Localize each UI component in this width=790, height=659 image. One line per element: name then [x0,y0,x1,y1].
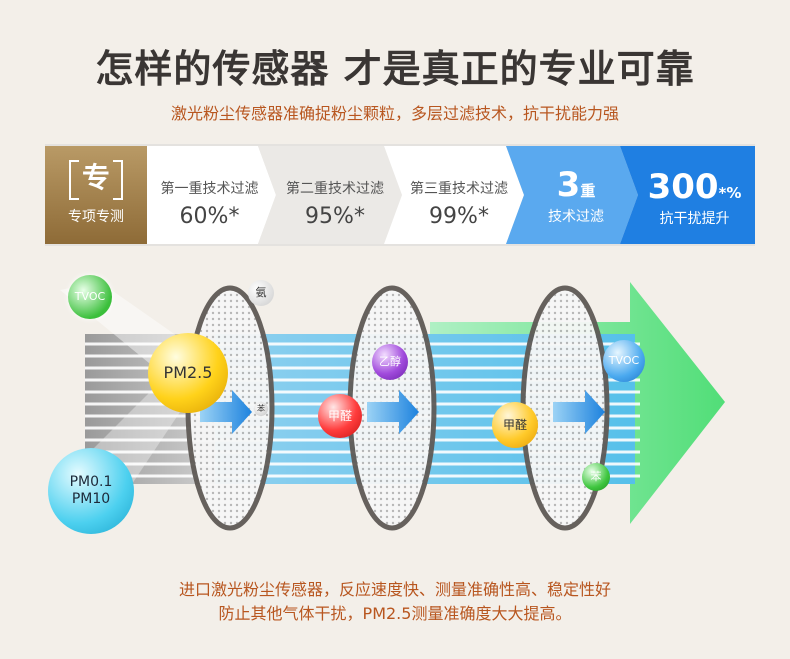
highlight-300-unit: *% [718,184,742,202]
stage-3: 第三重技术过滤 99%* [398,144,520,246]
stage-1: 第一重技术过滤 60%* [147,144,272,246]
flow-arrow-3 [553,390,605,434]
footer-line-1: 进口激光粉尘传感器，反应速度快、测量准确性高、稳定性好 [178,580,611,599]
particle-benzene-small: 苯 [254,402,268,416]
highlight-300-number: 300 [647,167,719,207]
badge-sub-text: 专项专测 [68,209,124,225]
highlight-300-caption: 抗干扰提升 [659,211,730,227]
particle-tvoc-in: TVOC [68,275,112,319]
stage-3-value: 99%* [429,204,489,229]
particle-formaldehyde-2: 甲醛 [492,402,538,448]
particle-pm01-label: PM0.1 [69,473,113,490]
highlight-300-panel [620,146,755,244]
page-subtitle: 激光粉尘传感器准确捉粉尘颗粒，多层过滤技术，抗干扰能力强 [170,104,619,123]
particle-pm01-pm10: PM0.1 PM10 [48,448,134,534]
highlight-300: 300*% 抗干扰提升 [634,146,755,244]
stage-3-panel [384,146,524,244]
specialized-badge: 专 专项专测 [45,146,147,244]
particle-tvoc-out: TVOC [603,340,645,382]
highlight-3-panel [506,146,638,244]
particle-formaldehyde-1: 甲醛 [318,394,362,438]
stage-2-label: 第二重技术过滤 [286,181,384,197]
highlight-three-number: 3 [556,165,581,205]
stage-2: 第二重技术过滤 95%* [272,144,398,246]
stage-3-label: 第三重技术过滤 [410,181,508,197]
page-title: 怎样的传感器 才是真正的专业可靠 [95,47,695,91]
stage-1-value: 60%* [179,204,240,229]
stage-2-value: 95%* [305,204,365,229]
particle-pm25: PM2.5 [148,333,228,413]
particle-ethanol: 乙醇 [372,344,408,380]
filtration-diagram [60,282,725,531]
particle-pm10-label: PM10 [71,491,111,507]
particle-benzene-out: 苯 [582,463,610,491]
flow-arrow-1 [200,390,252,434]
badge-main-text: 专 [69,158,123,200]
footer-line-2: 防止其他气体干扰，PM2.5测量准确度大大提高。 [218,604,572,623]
highlight-three: 3重 技术过滤 [520,146,632,244]
stage-2-panel [258,146,402,244]
stage-1-panel [147,146,276,244]
highlight-three-caption: 技术过滤 [548,209,604,225]
highlight-three-unit: 重 [580,182,596,200]
stage-1-label: 第一重技术过滤 [160,181,259,197]
particle-ammonia: 氨 [248,280,274,306]
band-chevrons [147,146,755,244]
flow-arrow-2 [367,390,419,434]
